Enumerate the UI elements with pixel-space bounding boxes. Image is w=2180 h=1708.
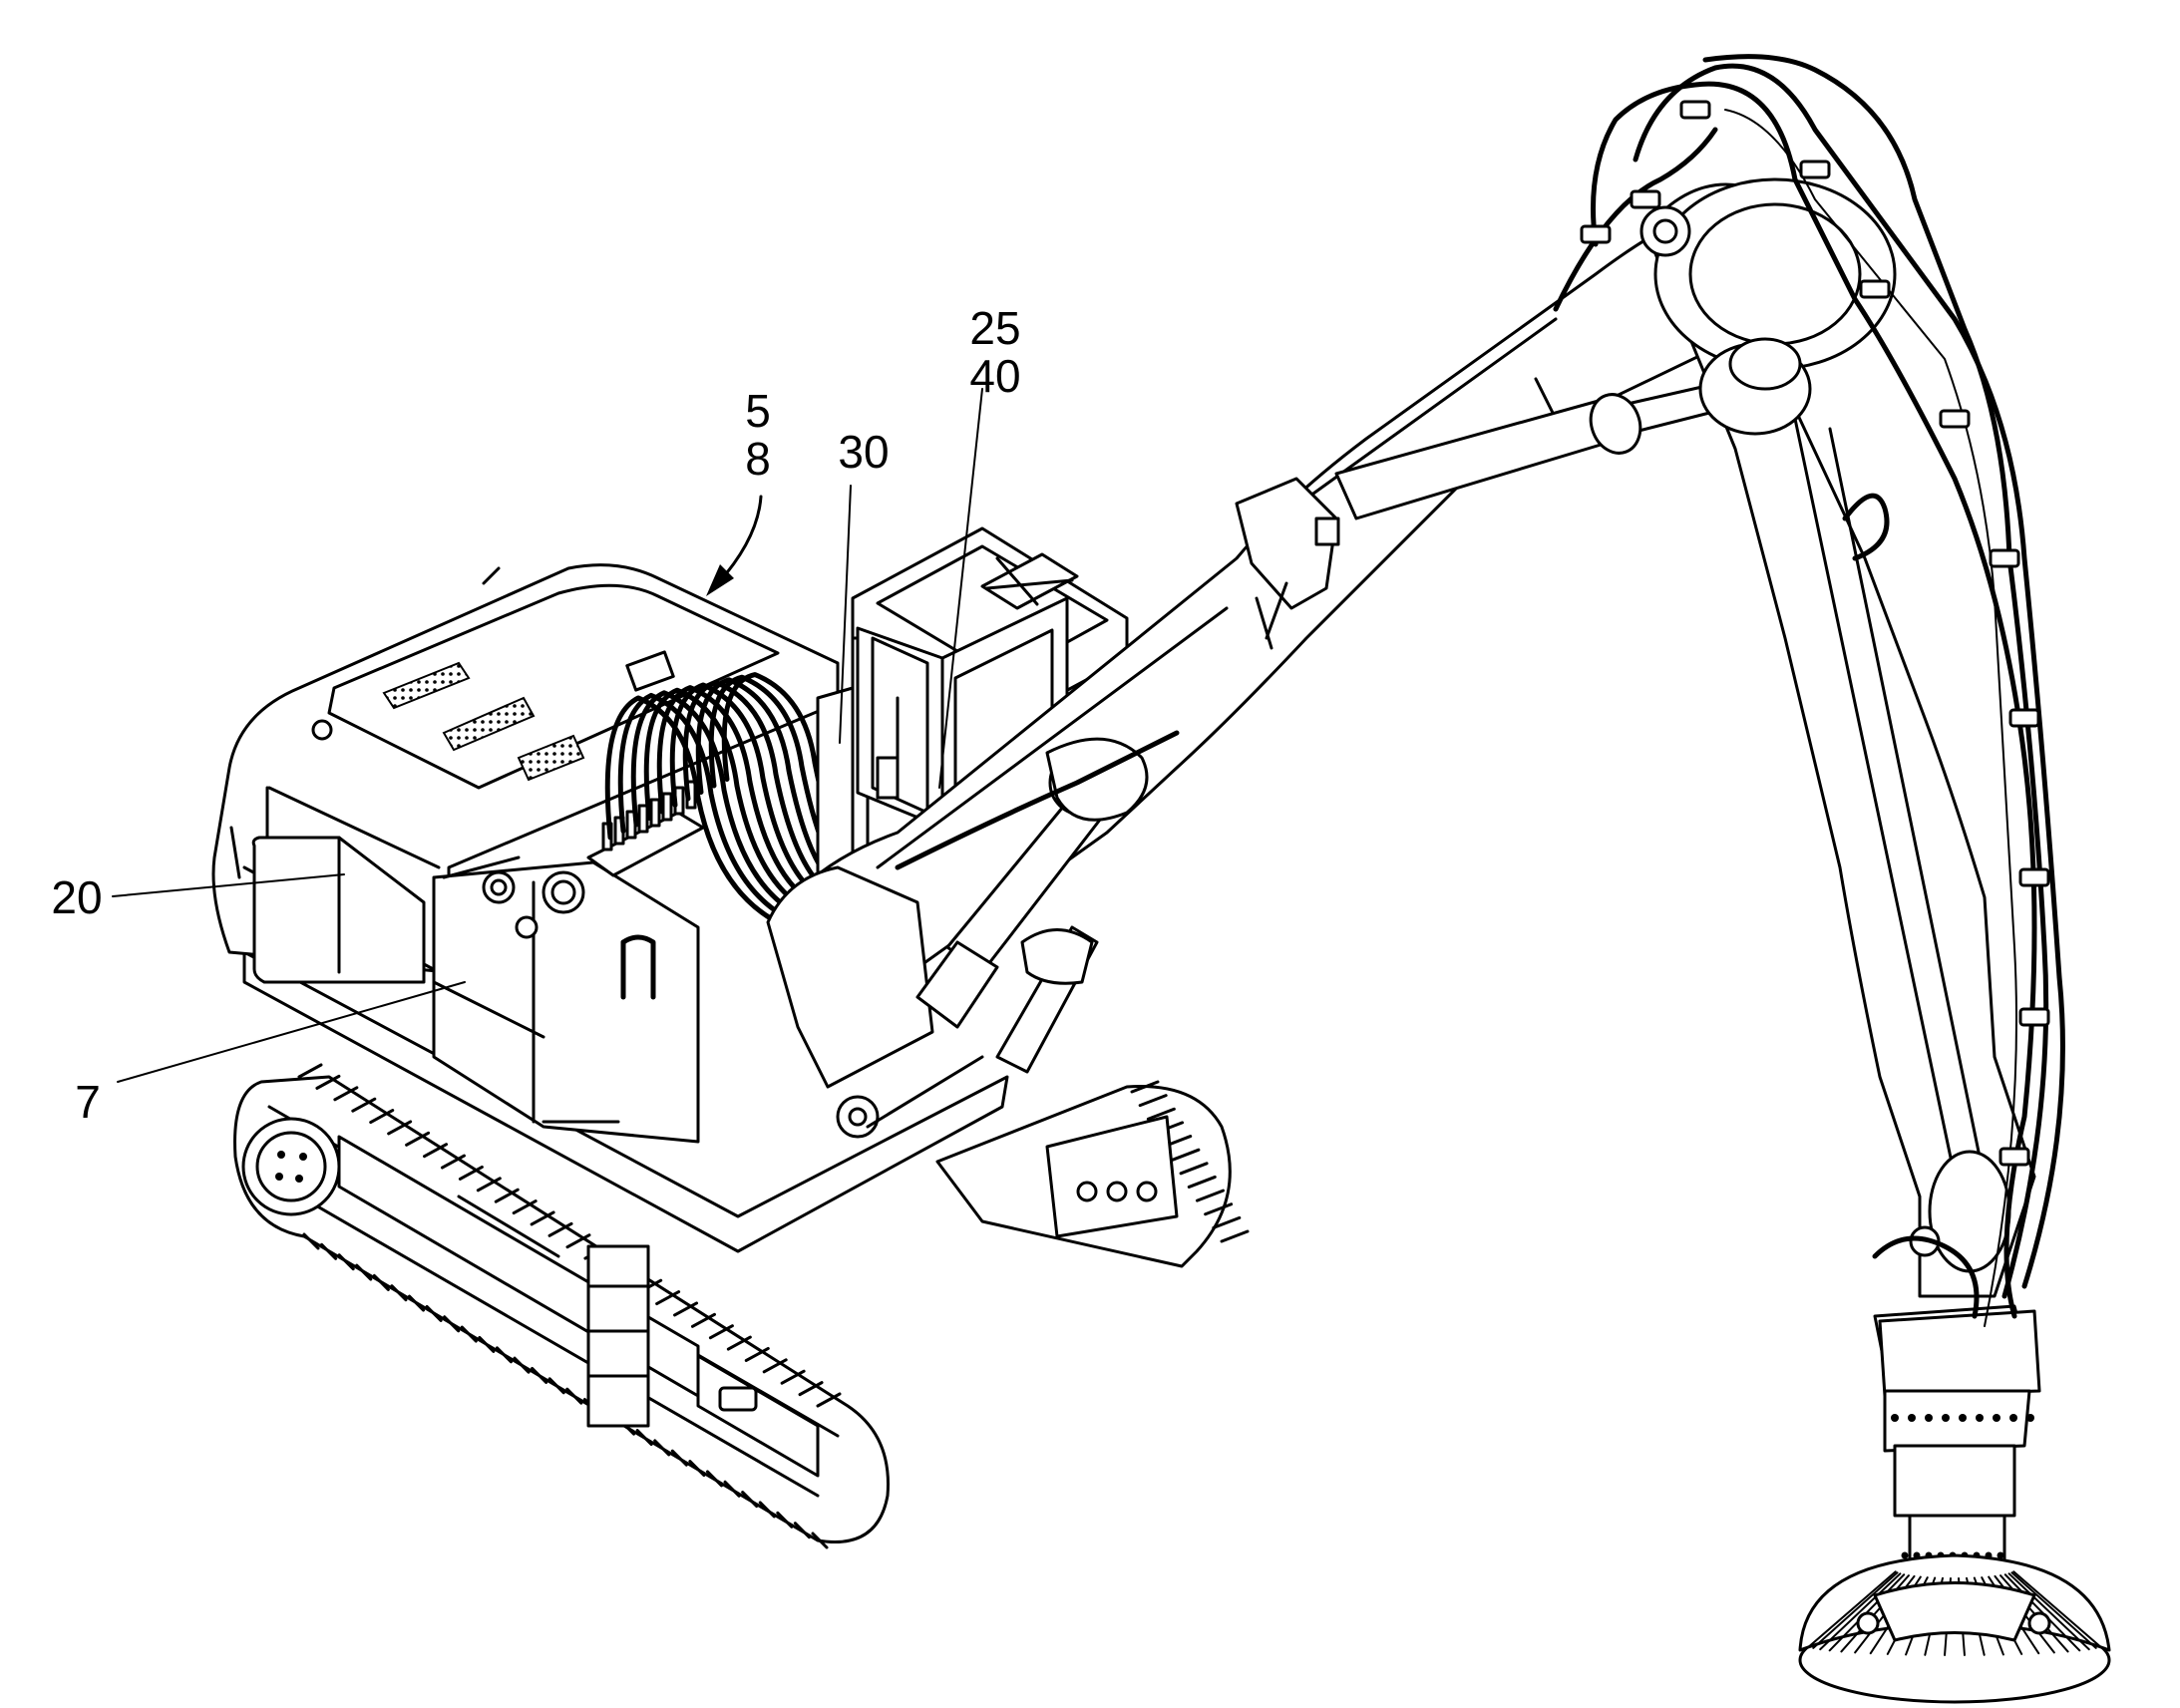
leader-lines xyxy=(112,388,983,1083)
rotator-attachment xyxy=(1798,1309,2111,1704)
ref-numeral-7: 7 xyxy=(75,1076,101,1128)
ref-numeral-8: 8 xyxy=(745,433,771,485)
arrowhead-5-8 xyxy=(706,564,734,596)
leader-line-30 xyxy=(839,485,852,744)
component-20-box xyxy=(251,836,426,984)
left-crawler-track xyxy=(233,1063,890,1549)
leader-line-20 xyxy=(112,873,345,897)
hydraulic-lines xyxy=(895,54,2065,1327)
right-crawler-track xyxy=(935,1080,1250,1268)
leader-line-7 xyxy=(117,981,466,1083)
ref-numeral-40: 40 xyxy=(969,350,1020,402)
ref-numeral-5: 5 xyxy=(745,385,771,437)
ref-numeral-20: 20 xyxy=(51,871,102,923)
leader-line-25-40 xyxy=(938,388,983,789)
stick-arm xyxy=(1639,177,2036,1393)
ref-numeral-30: 30 xyxy=(838,426,889,478)
ref-numeral-25: 25 xyxy=(969,302,1020,354)
stick-cylinder xyxy=(1235,382,1727,650)
hose-bundle xyxy=(604,672,861,930)
